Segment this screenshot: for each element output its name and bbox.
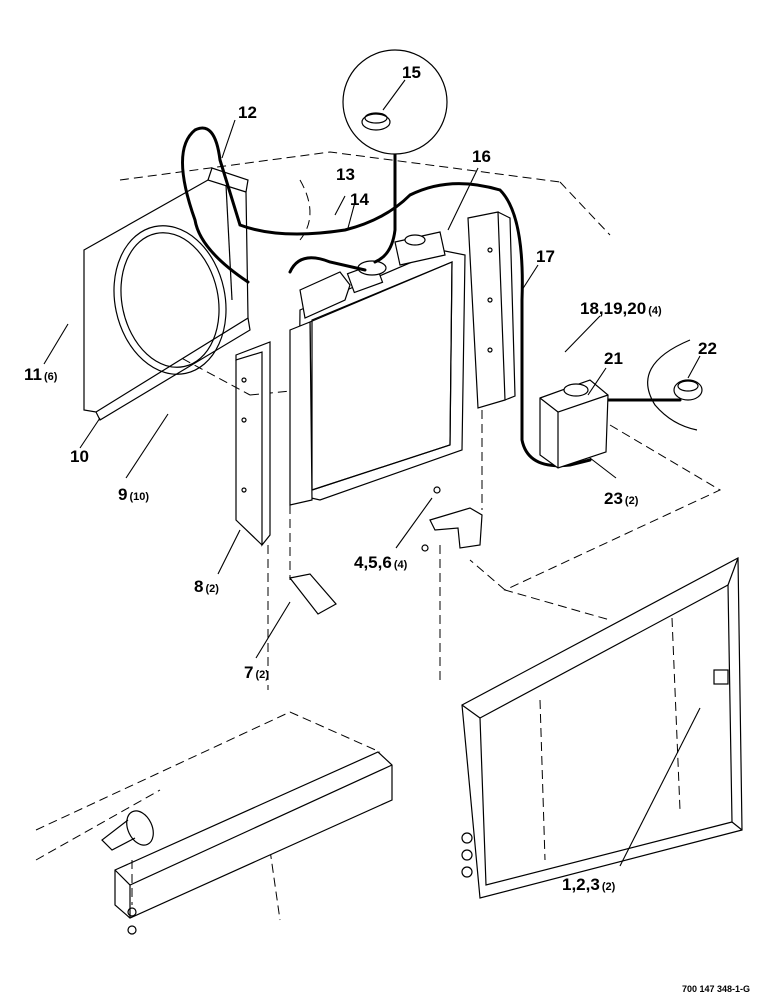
lower-frame-left bbox=[35, 711, 393, 935]
overflow-hoses bbox=[181, 126, 682, 468]
side-bracket bbox=[467, 211, 516, 409]
callout-13: 13 bbox=[336, 165, 355, 184]
callout-17: 17 bbox=[536, 247, 555, 266]
callout-21: 21 bbox=[604, 349, 623, 368]
callout-14: 14 bbox=[350, 190, 369, 209]
upright-bracket bbox=[235, 341, 271, 547]
fan-shroud bbox=[83, 167, 251, 421]
callout-23: 23(2) bbox=[604, 489, 639, 508]
callout-8: 8(2) bbox=[194, 577, 219, 596]
callout-11: 11(6) bbox=[24, 365, 58, 384]
callout-16: 16 bbox=[472, 147, 491, 166]
callout-7: 7(2) bbox=[244, 663, 269, 682]
coolant-reservoir bbox=[539, 379, 609, 469]
detail-arc-cap bbox=[647, 339, 703, 431]
callout-labels: 12 13 14 15 16 17 18,19,20(4) 21 22 11(6… bbox=[24, 63, 717, 894]
callout-12: 12 bbox=[238, 103, 257, 122]
callout-9: 9(10) bbox=[118, 485, 149, 504]
callout-15: 15 bbox=[402, 63, 421, 82]
callout-10: 10 bbox=[70, 447, 89, 466]
callout-22: 22 bbox=[698, 339, 717, 358]
drawing-reference-number: 700 147 348-1-G bbox=[682, 984, 750, 994]
detail-circle-cap bbox=[342, 49, 448, 155]
callout-1-2-3: 1,2,3(2) bbox=[562, 875, 616, 894]
lower-frame-right bbox=[461, 557, 743, 899]
callout-18-19-20: 18,19,20(4) bbox=[580, 299, 662, 318]
mount-brackets bbox=[288, 486, 483, 615]
radiator bbox=[289, 231, 466, 506]
leader-lines bbox=[43, 79, 701, 867]
callout-4-5-6: 4,5,6(4) bbox=[354, 553, 408, 572]
